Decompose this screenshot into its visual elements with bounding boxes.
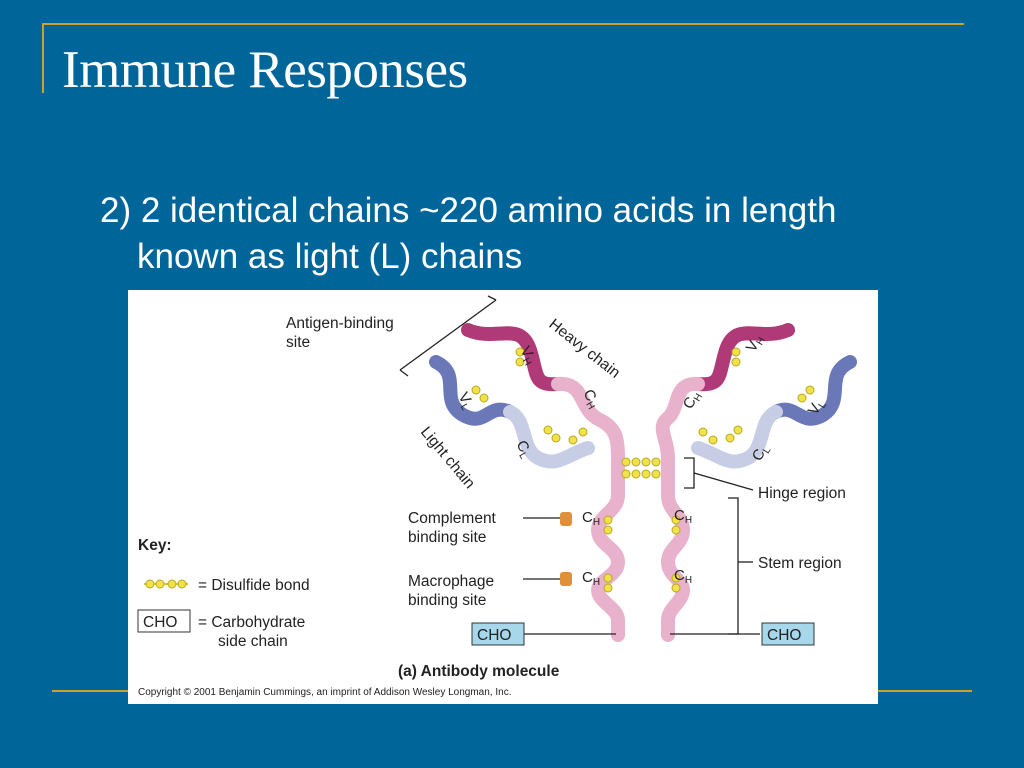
top-rule [42,23,964,25]
key-cho-label-1: = Carbohydrate [198,614,305,631]
light-chain-left-constant [503,405,595,469]
key-title: Key: [138,537,172,554]
bullet-text: 2) 2 identical chains ~220 amino acids i… [100,188,980,280]
light-chain-left-variable [429,355,517,426]
bullet-line-2: known as light (L) chains [137,237,523,276]
key-disulfide-icon [144,579,188,589]
light-chain-label: Light chain [417,424,478,492]
bullet-line-1: 2) 2 identical chains ~220 amino acids i… [100,191,837,230]
svg-text:CH: CH [582,509,600,528]
heavy-chain-right-constant [655,377,705,642]
svg-text:CH: CH [674,507,692,526]
cho-label-left: CHO [477,627,511,644]
domain-labels: VH VL CH CL VH VL CH CL CH CH CH CH [455,336,830,588]
antigen-binding-label-2: site [286,334,310,351]
antigen-binding-bracket [399,295,497,377]
macrophage-label-1: Macrophage [408,573,494,590]
svg-text:CH: CH [674,567,692,586]
slide-title: Immune Responses [62,41,468,99]
cho-box-left [471,622,525,646]
key-cho-box [137,609,191,633]
antigen-binding-label-1: Antigen-binding [286,315,394,332]
left-rule [42,23,44,93]
disulfide-bonds [471,347,815,593]
key-cho-label-2: side chain [218,633,288,650]
complement-label-1: Complement [408,510,497,527]
heavy-chain-left-constant [551,376,626,642]
cho-box-right [761,622,815,646]
svg-text:CH: CH [680,388,705,413]
antibody-diagram: VH VL CH CL VH VL CH CL CH CH CH CH Anti… [128,290,878,704]
stem-region-label: Stem region [758,555,842,572]
key-disulfide-label: = Disulfide bond [198,577,310,594]
hinge-region-label: Hinge region [758,485,846,502]
hinge-stem-brackets [512,457,760,635]
macrophage-label-2: binding site [408,592,486,609]
key-cho-text: CHO [143,614,177,631]
complement-label-2: binding site [408,529,486,546]
heavy-chain-right-variable [691,323,795,392]
heavy-chain-left-variable [461,323,565,392]
light-chain-right-variable [769,355,857,426]
figure-caption: (a) Antibody molecule [398,663,560,680]
cho-label-right: CHO [767,627,801,644]
figure-copyright: Copyright © 2001 Benjamin Cummings, an i… [138,687,511,698]
svg-text:CL: CL [749,441,774,465]
light-chain-right-constant [691,405,783,469]
antibody-svg: VH VL CH CL VH VL CH CL CH CH CH CH Anti… [137,295,857,698]
svg-text:CH: CH [582,569,600,588]
binding-site-markers [560,512,572,586]
heavy-chain-label: Heavy chain [546,316,624,382]
